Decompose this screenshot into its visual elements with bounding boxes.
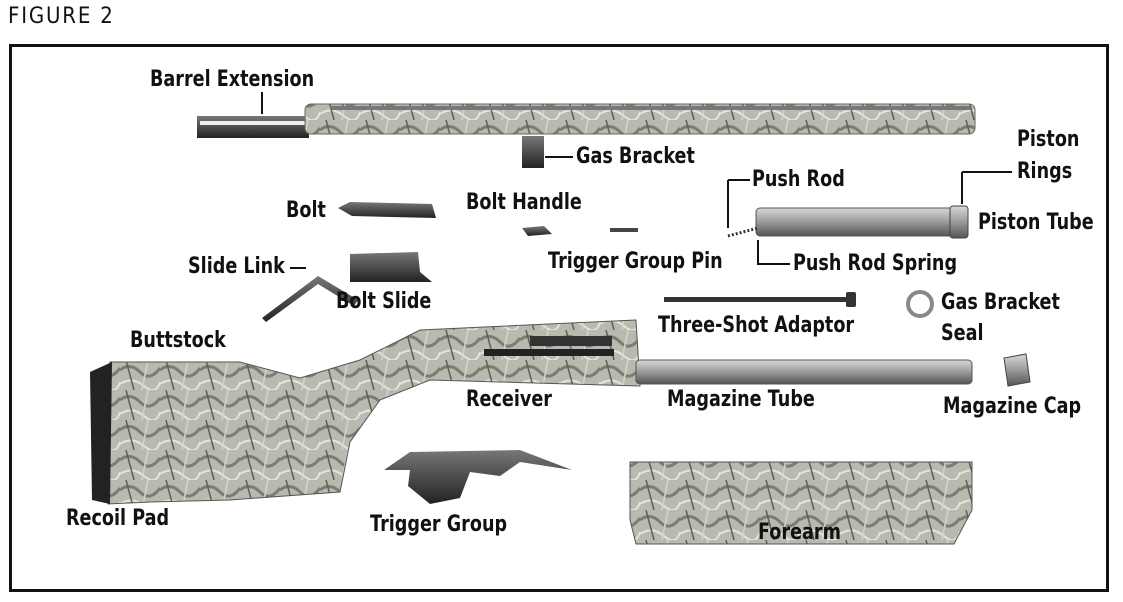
label-piston-rings-1: Piston [1017, 127, 1080, 152]
bolt-slide-part [350, 252, 432, 282]
piston-rings-leader [961, 171, 1012, 204]
label-magazine-tube: Magazine Tube [667, 387, 815, 412]
magazine-cap-part [1003, 353, 1031, 387]
label-bolt: Bolt [286, 198, 326, 223]
label-receiver: Receiver [466, 387, 552, 412]
label-trigger-group-pin: Trigger Group Pin [548, 249, 723, 274]
push-rod-spring-leader [757, 240, 790, 265]
label-buttstock: Buttstock [130, 328, 226, 353]
gas-bracket-seal-part [906, 290, 934, 318]
bolt-handle-part [522, 226, 552, 236]
label-magazine-cap: Magazine Cap [943, 394, 1082, 419]
label-piston-rings-2: Rings [1017, 159, 1073, 184]
label-bolt-slide: Bolt Slide [336, 289, 432, 314]
label-bolt-handle: Bolt Handle [466, 190, 582, 215]
bolt-part [338, 202, 436, 218]
slide-link-part [262, 276, 358, 322]
label-gas-bracket-seal-1: Gas Bracket [941, 290, 1060, 315]
push-rod-leader [727, 179, 750, 228]
label-three-shot-adaptor: Three-Shot Adaptor [658, 313, 855, 338]
recoil-pad-part [90, 362, 112, 504]
trigger-group-part [384, 450, 572, 504]
barrel-extension-part [197, 103, 976, 168]
label-gas-bracket: Gas Bracket [576, 144, 695, 169]
label-trigger-group: Trigger Group [370, 512, 508, 537]
forearm-part [629, 461, 973, 545]
piston-tube-part [727, 205, 969, 239]
label-slide-link: Slide Link [188, 254, 285, 279]
label-forearm: Forearm [758, 520, 841, 545]
label-recoil-pad: Recoil Pad [66, 506, 170, 531]
trigger-group-pin-part [610, 228, 638, 232]
buttstock-receiver-part [107, 319, 641, 505]
three-shot-adaptor-part [664, 292, 856, 307]
label-push-rod: Push Rod [752, 167, 845, 192]
label-barrel-extension: Barrel Extension [150, 67, 315, 92]
label-push-rod-spring: Push Rod Spring [793, 251, 958, 276]
figure-title: FIGURE 2 [8, 4, 115, 29]
label-piston-tube: Piston Tube [978, 210, 1094, 235]
label-gas-bracket-seal-2: Seal [941, 321, 984, 346]
magazine-tube-part [635, 359, 973, 385]
